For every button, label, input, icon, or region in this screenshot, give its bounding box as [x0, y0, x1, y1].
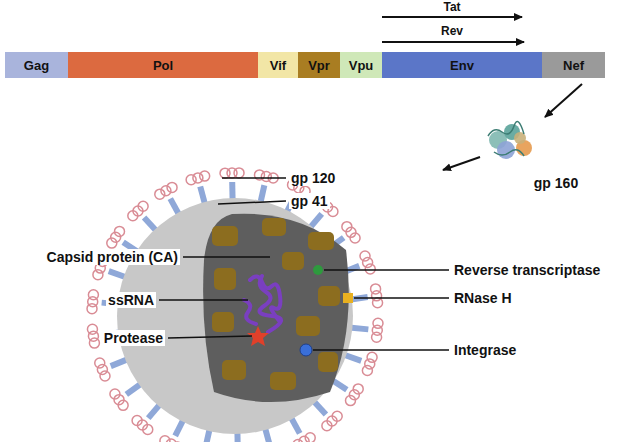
gp120-head	[186, 175, 196, 185]
gp120-head	[167, 182, 177, 192]
rnase-h-marker	[343, 293, 353, 303]
gp120-head	[367, 352, 377, 362]
gene-name: Pol	[153, 58, 173, 73]
callout-label: ssRNA	[106, 292, 156, 308]
gp120-head	[87, 324, 97, 334]
gene-name: Vpu	[349, 58, 374, 73]
callout-label: gp 160	[532, 175, 580, 191]
gp120-head	[115, 226, 125, 236]
gp120-head	[166, 439, 176, 442]
callout-label: RNase H	[452, 290, 514, 306]
gp120-head	[345, 396, 355, 406]
gp120-head	[261, 171, 271, 181]
gp120-head	[88, 290, 98, 300]
gene-segment: Vif	[258, 52, 298, 78]
rev-arrow	[382, 41, 524, 43]
gp120-head	[234, 168, 244, 178]
gp120-head	[138, 201, 148, 211]
gp120-head	[193, 173, 203, 183]
gp120-head	[110, 389, 120, 399]
gene-segment: Pol	[68, 52, 258, 78]
gp120-head	[97, 364, 107, 374]
gp120-head	[362, 366, 372, 376]
gp120-head	[365, 359, 375, 369]
integrase-marker	[300, 344, 312, 356]
protein-label: Rev	[439, 23, 465, 39]
callout-label: gp 120	[289, 170, 337, 186]
gp120-head	[100, 371, 110, 381]
gene-name: Vif	[270, 58, 286, 73]
pointer-arrow	[545, 84, 582, 117]
gene-name: Env	[450, 58, 474, 73]
callout-label: Reverse transcriptase	[452, 262, 602, 278]
leader-lines	[159, 178, 449, 350]
gene-segment: Gag	[5, 52, 68, 78]
gp120-head	[132, 415, 142, 425]
gene-segment: Vpr	[298, 52, 340, 78]
gene-segment: Vpu	[340, 52, 382, 78]
gp120-head	[360, 251, 370, 261]
gene-name: Vpr	[308, 58, 330, 73]
gene-name: Nef	[563, 58, 584, 73]
gene-name: Gag	[24, 58, 49, 73]
gp120-head	[95, 358, 105, 368]
tat-arrow	[382, 16, 522, 18]
gp160-protein	[488, 122, 532, 160]
gp120-head	[365, 264, 375, 274]
callout-label: Capsid protein (CA)	[45, 249, 180, 265]
gp120-head	[200, 171, 210, 181]
callout-label: Integrase	[452, 342, 518, 358]
gp120-head	[322, 421, 332, 431]
capsid-core	[203, 214, 349, 402]
gene-segment: Nef	[542, 52, 605, 78]
gp120-head	[93, 270, 103, 280]
gp120-head	[350, 233, 360, 243]
gp120-head	[363, 258, 373, 268]
capsid-protein-units	[212, 218, 340, 390]
gp120-head	[372, 332, 382, 342]
gene-segment: Env	[382, 52, 542, 78]
envelope-spikes	[87, 168, 383, 442]
reverse-transcriptase-marker	[313, 265, 323, 275]
protein-label: Tat	[441, 0, 462, 15]
gp120-head	[160, 436, 170, 442]
viral-envelope	[117, 198, 353, 434]
callout-label: gp 41	[289, 193, 330, 209]
gp120-head	[293, 440, 303, 442]
callout-label: Protease	[102, 330, 165, 346]
ssrna-strands	[244, 276, 281, 332]
gp120-head	[373, 298, 383, 308]
pointer-arrow	[443, 157, 480, 170]
